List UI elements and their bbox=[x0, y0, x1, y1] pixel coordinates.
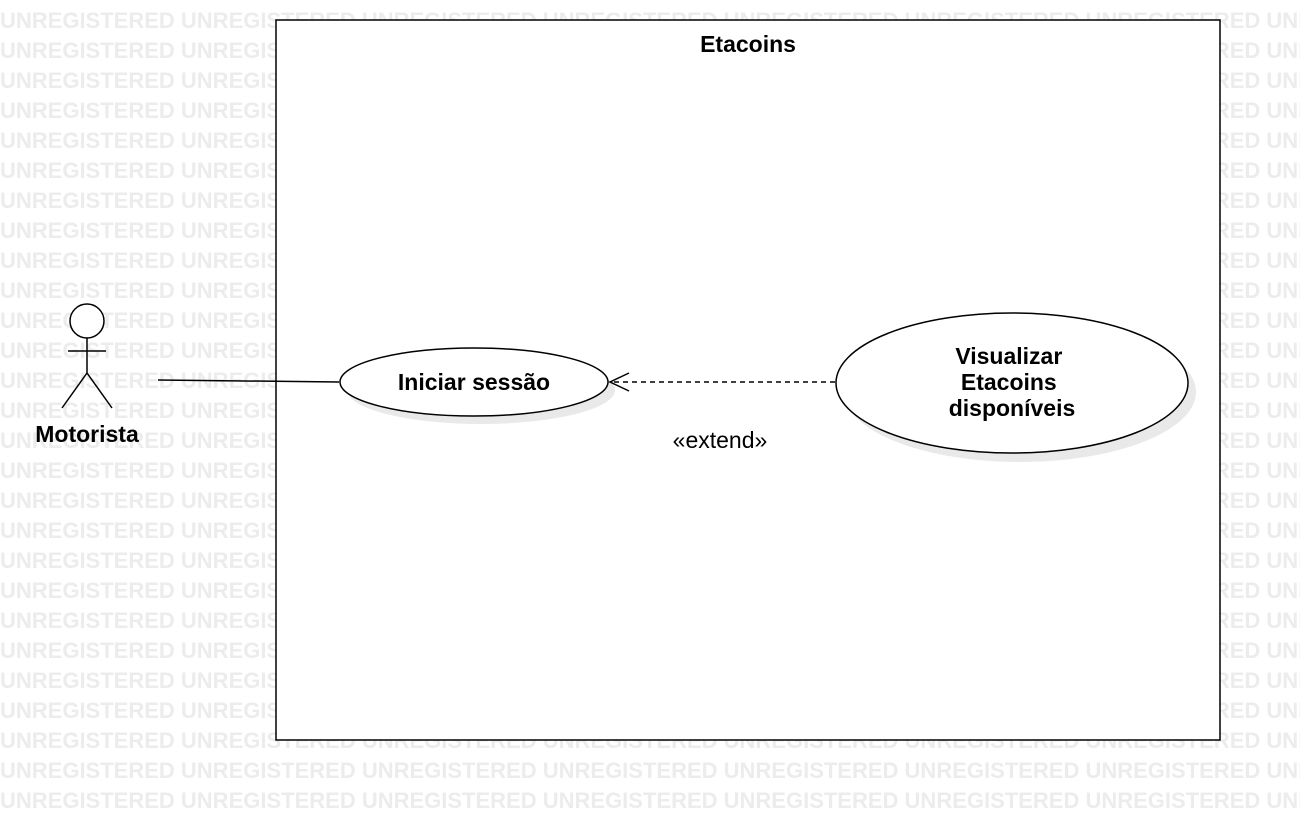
usecase-label-line: Visualizar bbox=[955, 343, 1062, 369]
actor-right-leg bbox=[86, 372, 113, 409]
extend-relationship[interactable]: «extend» bbox=[608, 372, 835, 453]
usecase-label-line: Etacoins bbox=[961, 369, 1057, 395]
usecase-visualizar-etacoins[interactable]: Visualizar Etacoins disponíveis bbox=[835, 312, 1196, 462]
actor-motorista[interactable]: Motorista bbox=[35, 303, 139, 447]
usecase-label-line: disponíveis bbox=[949, 395, 1076, 421]
usecase-iniciar-sessao[interactable]: Iniciar sessão bbox=[339, 347, 615, 424]
association-line[interactable] bbox=[157, 379, 340, 383]
usecase-label: Iniciar sessão bbox=[398, 369, 550, 395]
system-title: Etacoins bbox=[700, 31, 796, 57]
open-arrowhead-icon bbox=[608, 372, 630, 392]
actor-head bbox=[69, 303, 105, 339]
usecase-ellipse bbox=[835, 312, 1189, 454]
usecase-label: Visualizar Etacoins disponíveis bbox=[949, 343, 1076, 421]
actor-left-leg bbox=[61, 372, 88, 409]
actor-label: Motorista bbox=[35, 421, 139, 447]
extend-stereotype-label: «extend» bbox=[673, 427, 768, 453]
usecase-ellipse bbox=[339, 347, 609, 417]
